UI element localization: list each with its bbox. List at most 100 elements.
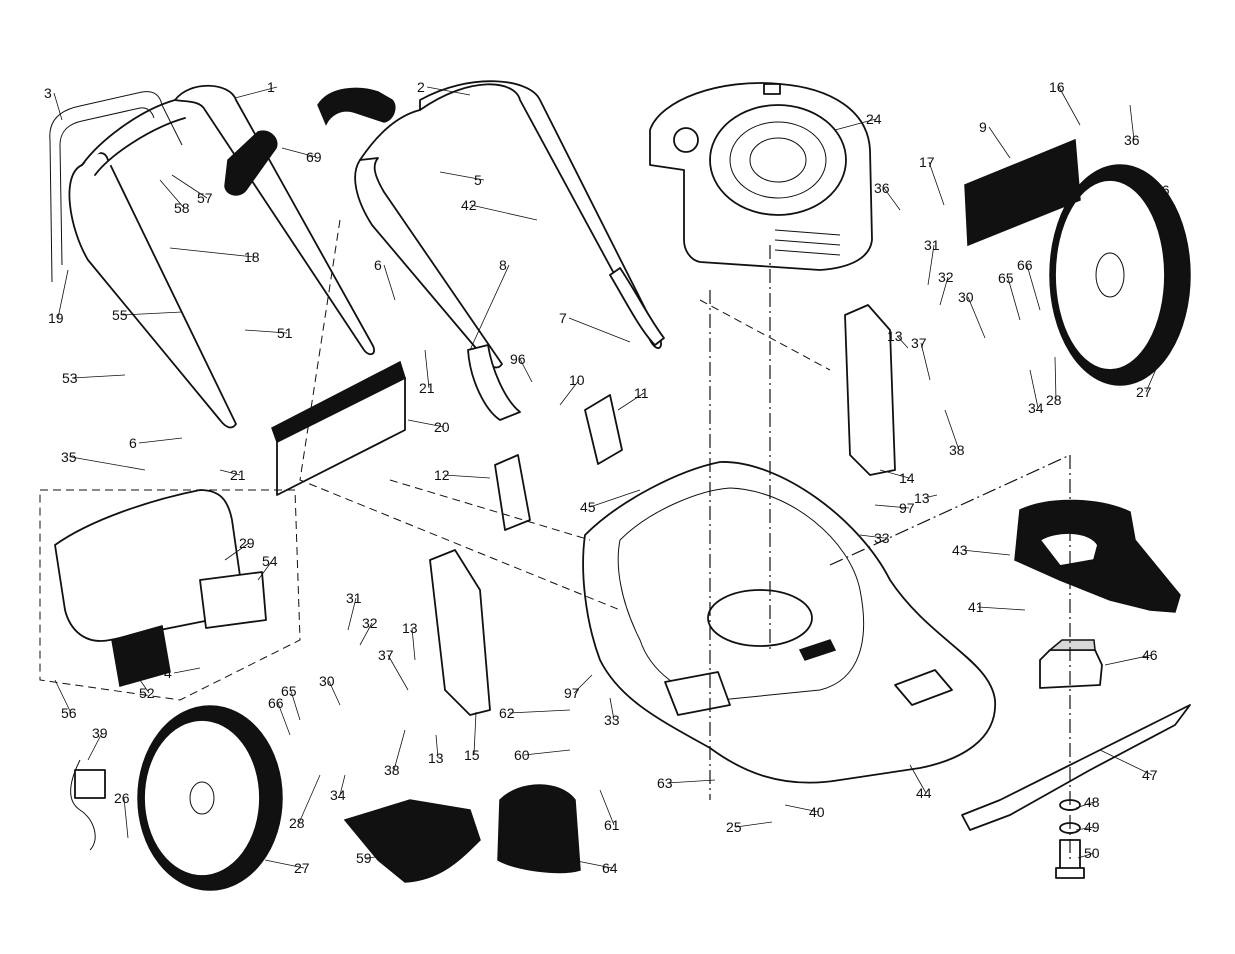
callout-label: 1 [267,79,275,95]
callout-32: 32 [938,269,954,305]
callout-66: 66 [268,695,290,735]
callout-label: 37 [378,647,394,663]
callout-label: 61 [604,817,620,833]
callout-9: 9 [979,119,1010,158]
callout-label: 58 [174,200,190,216]
callout-leader-line [170,248,254,257]
callout-96: 96 [510,351,532,382]
callout-69: 69 [282,148,322,165]
callout-label: 40 [809,804,825,820]
callout-label: 41 [968,599,984,615]
callout-label: 29 [239,535,255,551]
callout-6: 6 [129,435,182,451]
callout-label: 7 [559,310,567,326]
callout-label: 38 [949,442,965,458]
callout-label: 6 [129,435,137,451]
callout-16: 16 [1049,79,1080,125]
callout-label: 48 [1084,794,1100,810]
callout-37: 37 [378,647,408,690]
callout-40: 40 [785,804,825,820]
callout-label: 50 [1084,845,1100,861]
callout-11: 11 [618,385,649,410]
callout-label: 16 [1049,79,1065,95]
callout-15: 15 [464,712,480,763]
callout-label: 14 [899,470,915,486]
callout-30: 30 [958,289,985,338]
callout-label: 34 [1028,400,1044,416]
callout-label: 26 [1154,182,1170,198]
callout-label: 62 [499,705,515,721]
callout-label: 64 [602,860,618,876]
callout-label: 32 [362,615,378,631]
callout-label: 57 [197,190,213,206]
callout-38: 38 [384,730,405,778]
callout-label: 24 [866,111,882,127]
callout-label: 6 [374,257,382,273]
callout-label: 13 [428,750,444,766]
callout-label: 96 [510,351,526,367]
callout-label: 20 [434,419,450,435]
callout-label: 51 [277,325,293,341]
callout-1: 1 [235,79,277,98]
callout-leader-line [989,127,1010,158]
callout-51: 51 [245,325,293,341]
callout-label: 21 [419,380,435,396]
callout-label: 55 [112,307,128,323]
callout-28: 28 [1046,357,1062,408]
callout-label: 9 [979,119,987,135]
callout-label: 28 [1046,392,1062,408]
callout-label: 53 [62,370,78,386]
callout-label: 12 [434,467,450,483]
callout-32: 32 [360,615,378,645]
callout-leader-line [71,457,145,470]
callout-97: 97 [875,500,915,516]
callout-label: 54 [262,553,278,569]
callout-60: 60 [514,747,570,763]
callout-label: 60 [514,747,530,763]
callout-label: 32 [938,269,954,285]
callout-12: 12 [434,467,490,483]
callout-leader-line [384,265,395,300]
callout-25: 25 [726,819,772,835]
callout-label: 33 [604,712,620,728]
callout-label: 46 [1142,647,1158,663]
callout-label: 39 [92,725,108,741]
callout-30: 30 [319,673,340,705]
callout-21: 21 [220,467,246,483]
callout-label: 47 [1142,767,1158,783]
callout-label: 11 [634,385,649,401]
callout-34: 34 [330,775,346,803]
callout-label: 66 [1017,257,1033,273]
callout-65: 65 [281,683,300,720]
callout-label: 33 [874,530,890,546]
callout-label: 52 [139,685,155,701]
callout-44: 44 [910,765,932,801]
callout-label: 42 [461,197,477,213]
callout-label: 35 [61,449,77,465]
callout-36: 36 [1124,105,1140,148]
callout-65: 65 [998,270,1020,320]
callout-27: 27 [265,860,310,876]
callout-13: 13 [402,620,418,660]
callout-label: 19 [48,310,64,326]
callout-label: 31 [924,237,940,253]
callout-39: 39 [88,725,108,760]
callout-leader-line [72,375,125,378]
callout-17: 17 [919,154,944,205]
callout-leader-line [524,750,570,755]
callout-leader-line [509,710,570,713]
callout-label: 36 [874,180,890,196]
callout-62: 62 [499,705,570,721]
callout-42: 42 [461,197,537,220]
callout-label: 97 [899,500,915,516]
callout-46: 46 [1105,647,1158,665]
callout-label: 69 [306,149,322,165]
callout-leader-line [471,205,537,220]
callout-label: 34 [330,787,346,803]
callout-label: 56 [61,705,77,721]
callout-leader-line [962,550,1010,555]
callout-10: 10 [560,372,585,405]
callout-43: 43 [952,542,1010,558]
callout-leader-line [139,438,182,443]
callout-56: 56 [55,680,77,721]
